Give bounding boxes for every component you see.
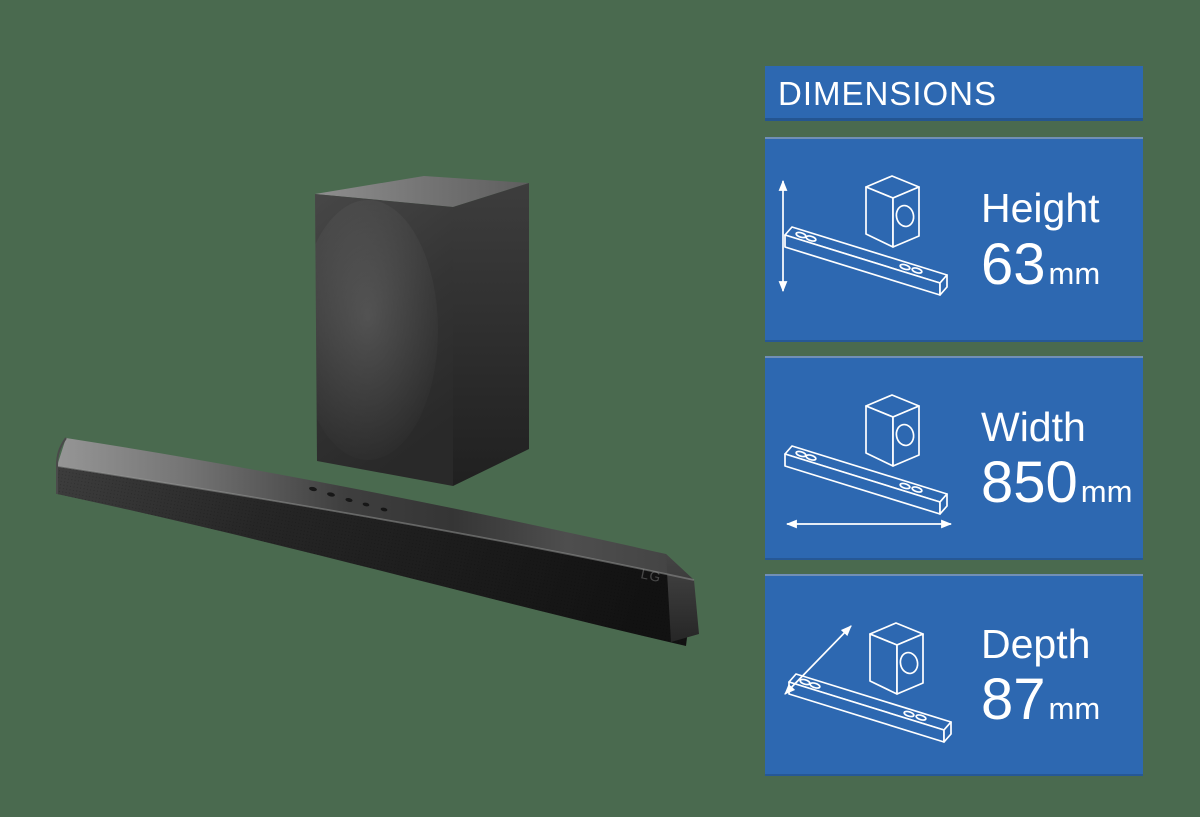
width-label: Width: [981, 403, 1086, 450]
soundbar: LG: [56, 437, 699, 646]
width-unit: mm: [1080, 474, 1133, 510]
depth-arrow-icon: [784, 625, 852, 695]
depth-value: 87: [981, 667, 1046, 733]
height-panel: Height 63 mm: [765, 137, 1143, 342]
soundbar-ridge-highlight: [56, 465, 695, 581]
depth-label: Depth: [981, 620, 1091, 667]
soundbar-subwoofer-diagonal-arrow-icon: [784, 622, 952, 743]
soundbar-control-buttons: [309, 486, 388, 512]
dimensions-column: DIMENSIONS Height 63 mm Width: [765, 66, 1143, 790]
soundbar-subwoofer-horizontal-arrow-icon: [784, 394, 953, 529]
subwoofer-side-face: [453, 183, 529, 486]
subwoofer-top-face: [315, 176, 529, 207]
depth-unit: mm: [1048, 691, 1101, 727]
dimensions-title: DIMENSIONS: [778, 74, 998, 112]
depth-panel: Depth 87 mm: [765, 574, 1143, 776]
soundbar-end-cap: [666, 554, 699, 642]
soundbar-left-edge: [56, 437, 67, 494]
height-label: Height: [981, 185, 1100, 232]
soundbar-top-face: [57, 438, 694, 580]
width-value: 850: [981, 450, 1078, 516]
dimensions-header: DIMENSIONS: [765, 66, 1143, 121]
width-panel: Width 850 mm: [765, 356, 1143, 560]
soundbar-grille-texture: [57, 466, 694, 646]
lg-logo: LG: [639, 565, 663, 585]
height-value: 63: [981, 231, 1046, 297]
soundbar-subwoofer-vertical-arrow-icon: [778, 175, 948, 296]
subwoofer: [315, 176, 529, 486]
height-unit: mm: [1048, 255, 1101, 291]
